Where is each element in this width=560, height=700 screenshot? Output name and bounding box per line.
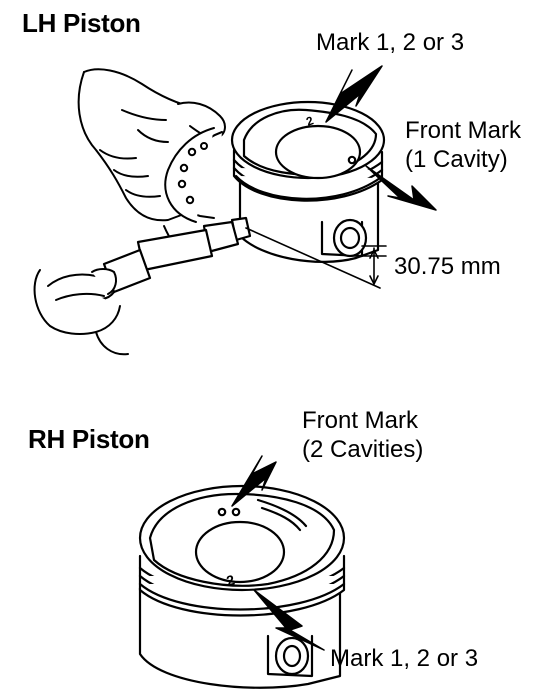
rh-front-mark-label: Front Mark (2 Cavities) [302,406,423,464]
lh-front-mark-line2: (1 Cavity) [405,146,508,173]
holding-hand [33,268,129,356]
lh-piston-title: LH Piston [22,8,141,38]
lh-mark-arrow [325,65,383,123]
rh-front-arrow [231,455,277,507]
rh-mark-arrow [253,589,325,651]
lh-front-mark-line1: Front Mark [405,117,522,144]
lh-piston-body [230,100,386,263]
lh-piston-illustration: 2 [33,68,387,356]
rh-mark-label: Mark 1, 2 or 3 [330,645,479,672]
rh-front-mark-line1: Front Mark [302,407,419,434]
rh-piston-title: RH Piston [28,424,150,454]
lh-mark-label: Mark 1, 2 or 3 [316,29,465,56]
lh-piston-mark-number: 2 [304,113,315,129]
rh-piston-illustration [138,484,346,689]
dimension-indicator [245,227,387,289]
gauge-tool [164,127,223,223]
rh-piston-mark-number: 2 [225,571,237,589]
lh-dimension-label: 30.75 mm [394,253,501,280]
lh-front-mark-label: Front Mark (1 Cavity) [405,116,521,174]
lh-front-arrow [365,165,437,211]
rh-front-mark-line2: (2 Cavities) [302,436,424,463]
